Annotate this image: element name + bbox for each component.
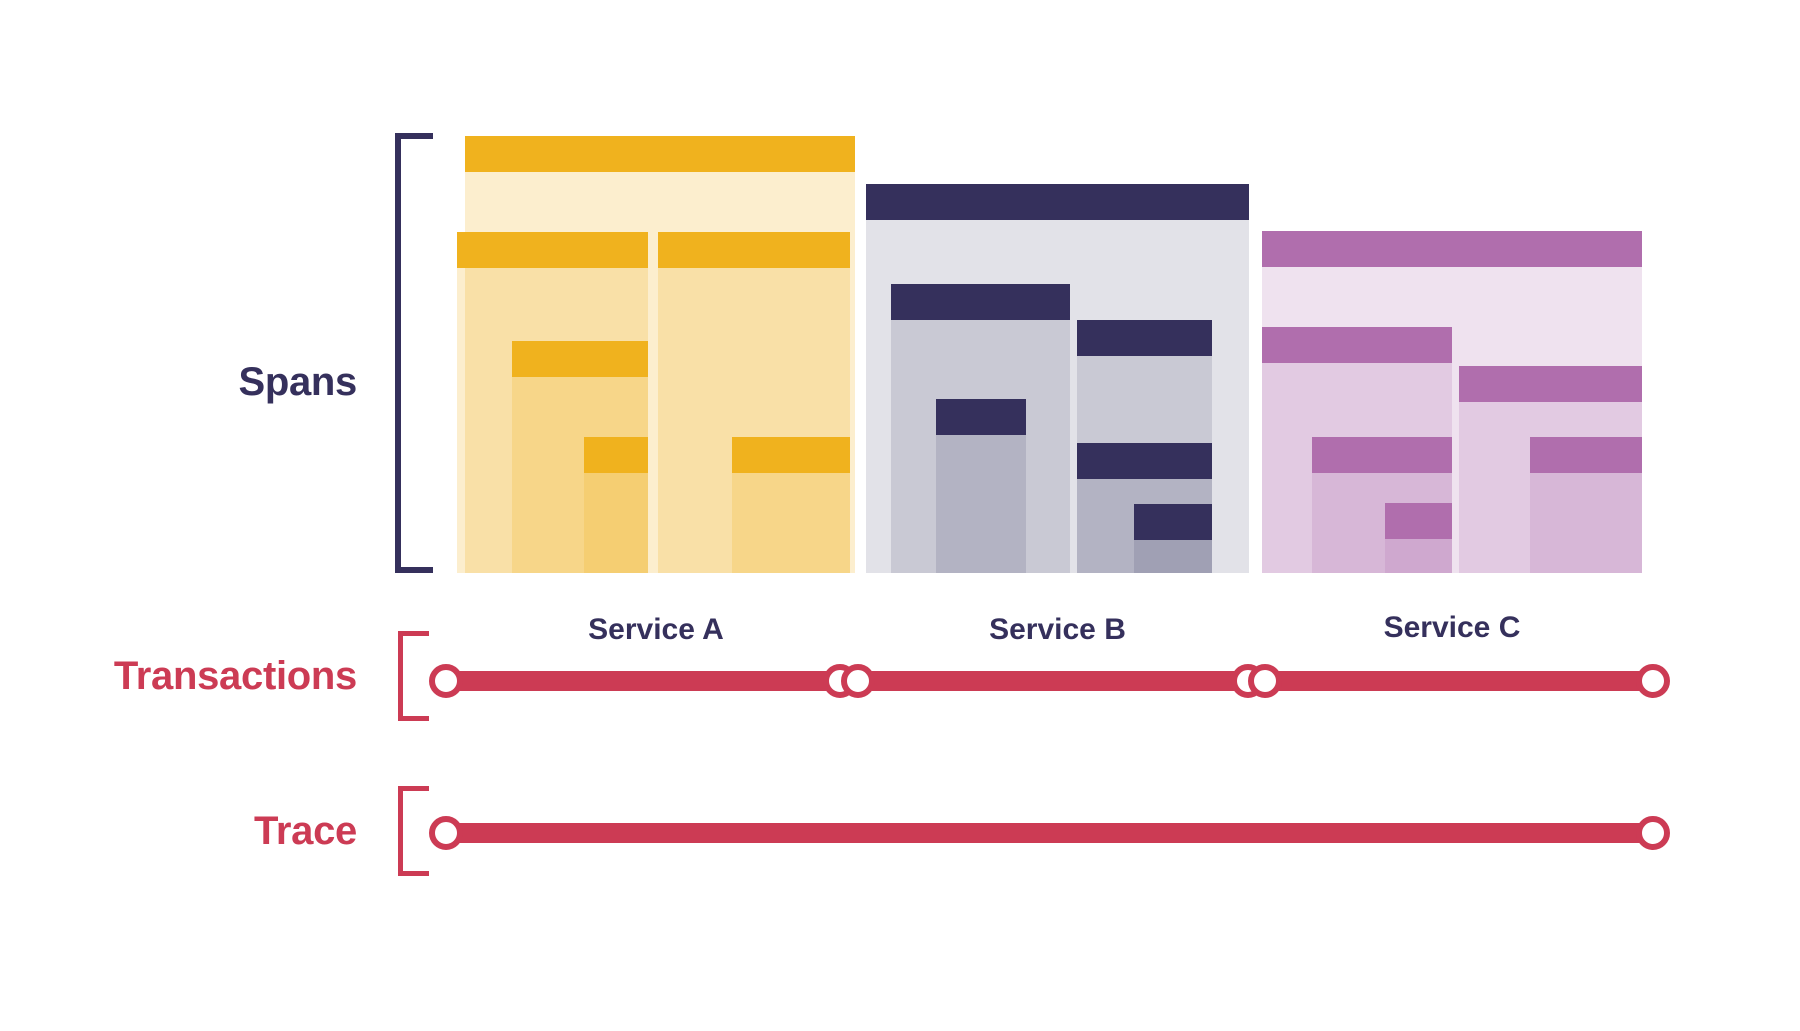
span-bar (1262, 231, 1642, 573)
span-bar (1530, 437, 1642, 573)
transaction-line (446, 671, 840, 691)
transaction-line (858, 671, 1248, 691)
span-bar (1385, 503, 1452, 573)
span-bar (936, 399, 1026, 573)
trace-bracket (398, 786, 429, 876)
span-bar-header (1077, 320, 1212, 356)
span-bar-header (512, 341, 648, 377)
span-bar (457, 232, 648, 573)
trace-endpoint-dot (1636, 816, 1670, 850)
span-bar-header (732, 437, 850, 473)
span-bar-header (1530, 437, 1642, 473)
transactions-row-label: Transactions (113, 654, 357, 698)
span-bar-body (658, 232, 850, 573)
service-caption-3: Service C (1383, 611, 1521, 644)
service-caption-1: Service A (588, 613, 724, 646)
span-bar-header (1134, 504, 1212, 540)
transactions-bracket (398, 631, 429, 721)
span-bar (1077, 443, 1212, 573)
span-bar (584, 437, 648, 573)
spans-row-label: Spans (238, 360, 357, 404)
span-bar-header (1385, 503, 1452, 539)
span-bar-header (866, 184, 1249, 220)
transaction-endpoint-dot (429, 664, 463, 698)
trace-line (446, 823, 1653, 843)
spans-bracket (395, 133, 433, 573)
span-bar-header (465, 136, 855, 172)
span-bar-header (457, 232, 648, 268)
trace-row-label: Trace (253, 809, 357, 853)
transaction-endpoint-dot (1248, 664, 1282, 698)
span-bar (658, 232, 850, 573)
span-bar-header (891, 284, 1070, 320)
span-bar-header (1312, 437, 1452, 473)
span-bar-header (936, 399, 1026, 435)
span-bar (1134, 504, 1212, 573)
span-bar-header (658, 232, 850, 268)
transaction-line (1265, 671, 1653, 691)
span-bar-header (1077, 443, 1212, 479)
span-bar-body (1262, 231, 1642, 573)
transaction-endpoint-dot (1636, 664, 1670, 698)
trace-endpoint-dot (429, 816, 463, 850)
span-bar-header (1459, 366, 1642, 402)
span-bar (732, 437, 850, 573)
span-bar-header (1262, 327, 1452, 363)
span-bar-header (1262, 231, 1642, 267)
span-bar-body (457, 232, 648, 573)
service-caption-2: Service B (989, 613, 1126, 646)
span-bar-header (584, 437, 648, 473)
transaction-endpoint-dot (841, 664, 875, 698)
